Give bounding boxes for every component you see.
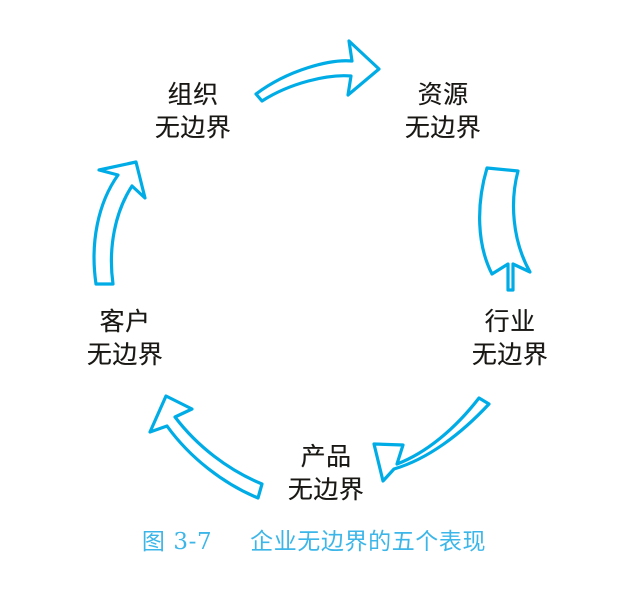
node-organization-line1: 组织 [167, 80, 219, 109]
node-label-industry: 行业 无边界 [440, 305, 580, 371]
arrow-resource-to-industry-icon [478, 166, 532, 292]
node-label-resource: 资源 无边界 [368, 78, 518, 144]
figure-caption-number: 图 3-7 [141, 529, 213, 555]
node-product-line2: 无边界 [287, 475, 365, 504]
node-label-organization: 组织 无边界 [118, 78, 268, 144]
node-industry-line1: 行业 [484, 307, 536, 336]
arrow-product-to-customer-icon [148, 394, 264, 500]
node-organization-line2: 无边界 [154, 113, 232, 142]
node-label-product: 产品 无边界 [256, 440, 396, 506]
node-resource-line1: 资源 [417, 80, 469, 109]
node-product-line1: 产品 [300, 442, 352, 471]
arrow-industry-to-product-icon [372, 396, 491, 483]
arrow-organization-to-resource-icon [254, 39, 381, 103]
figure-caption-title: 企业无边界的五个表现 [250, 529, 487, 555]
node-industry-line2: 无边界 [471, 340, 549, 369]
arrow-customer-to-organization-icon [92, 160, 147, 286]
node-customer-line2: 无边界 [86, 340, 164, 369]
node-label-customer: 客户 无边界 [55, 305, 195, 371]
figure-caption: 图 3-7 企业无边界的五个表现 [0, 522, 628, 556]
node-resource-line2: 无边界 [404, 113, 482, 142]
node-customer-line1: 客户 [99, 307, 151, 336]
